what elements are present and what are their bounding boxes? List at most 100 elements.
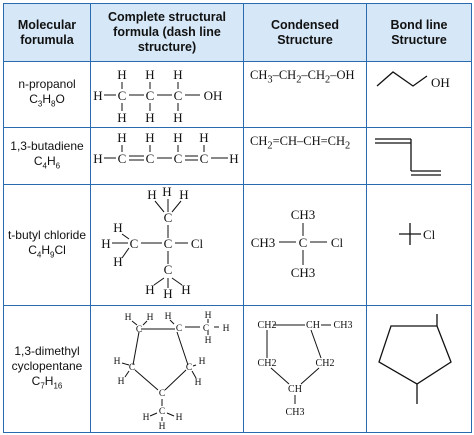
- svg-text:C: C: [146, 151, 155, 166]
- svg-text:Cl: Cl: [423, 227, 436, 242]
- svg-text:H: H: [145, 282, 154, 297]
- table-row: 1,3-butadiene C4H6 H H H H H C C C C H: [3, 127, 472, 185]
- condensed-structure-cell: CH3 CH3 C Cl CH3: [243, 184, 367, 306]
- svg-text:H: H: [159, 422, 166, 431]
- svg-text:H: H: [147, 313, 154, 323]
- svg-text:H: H: [223, 324, 230, 334]
- svg-text:CH2: CH2: [258, 358, 277, 369]
- svg-text:H: H: [165, 312, 172, 322]
- svg-text:Cl: Cl: [191, 236, 204, 251]
- svg-text:H: H: [145, 130, 154, 145]
- butadiene-structural-formula: H H H H H C C C C H: [93, 130, 238, 166]
- svg-text:H: H: [173, 110, 182, 125]
- svg-text:C: C: [174, 88, 183, 103]
- svg-text:H: H: [147, 187, 156, 202]
- svg-text:H: H: [125, 313, 132, 323]
- svg-text:CH2: CH2: [258, 320, 277, 331]
- structural-formula-cell: H H H H C C C OH H H H: [90, 61, 244, 128]
- dimethylcyclopentane-condensed-structure: CH2 CH CH3 CH2 CH2 CH CH3: [258, 320, 353, 418]
- svg-text:H: H: [113, 254, 122, 269]
- svg-text:H: H: [101, 236, 110, 251]
- header-condensed-structure: Condensed Structure: [243, 3, 367, 62]
- svg-text:C: C: [203, 324, 209, 334]
- svg-text:H: H: [93, 151, 102, 166]
- header-row: Molecular forumula Complete structural f…: [3, 3, 472, 62]
- svg-text:H: H: [229, 151, 238, 166]
- tbutyl-condensed-structure: CH3 CH3 C Cl CH3: [251, 207, 344, 280]
- svg-text:H: H: [199, 357, 206, 367]
- table-row: 1,3-dimethyl cyclopentane C7H16: [3, 305, 472, 433]
- condensed-structure: CH3–CH2–CH2–OH: [250, 68, 355, 86]
- bond-line-cell: OH: [366, 61, 472, 128]
- condensed-structure-cell: CH2=CH–CH=CH2: [243, 127, 367, 185]
- molecule-name: n-propanol: [18, 77, 76, 92]
- svg-text:C: C: [136, 325, 142, 335]
- molecular-formula: C7H16: [31, 374, 63, 391]
- bond-line-cell: [366, 305, 472, 433]
- molecular-formula: C3H8O: [29, 92, 65, 109]
- molecule-name-cell: t-butyl chloride C4H9Cl: [3, 184, 91, 306]
- svg-text:C: C: [146, 88, 155, 103]
- svg-text:H: H: [195, 378, 202, 388]
- molecular-formula: C4H9Cl: [28, 242, 66, 260]
- svg-text:Cl: Cl: [331, 235, 344, 250]
- structural-formula-cell: H H C H C H C H H H C H C H H C C: [90, 305, 244, 433]
- svg-text:H: H: [176, 413, 183, 423]
- svg-text:C: C: [164, 236, 173, 251]
- molecule-name-cell: 1,3-butadiene C4H6: [3, 127, 91, 185]
- svg-text:CH3: CH3: [251, 235, 276, 250]
- svg-text:H: H: [145, 67, 154, 82]
- svg-text:H: H: [143, 413, 150, 423]
- header-molecular-formula: Molecular forumula: [3, 3, 91, 62]
- dimethylcyclopentane-structural-formula: H H C H C H C H H H C H C H H C C: [114, 311, 230, 431]
- condensed-structure-cell: CH2 CH CH3 CH2 CH2 CH CH3: [243, 305, 367, 433]
- svg-text:H: H: [173, 130, 182, 145]
- svg-text:C: C: [164, 262, 173, 277]
- svg-text:C: C: [129, 363, 135, 373]
- molecule-name: 1,3-butadiene: [10, 138, 84, 153]
- svg-text:CH2: CH2: [316, 358, 335, 369]
- svg-text:C: C: [159, 389, 165, 399]
- svg-text:C: C: [130, 236, 139, 251]
- svg-text:H: H: [181, 282, 190, 297]
- svg-text:H: H: [117, 110, 126, 125]
- svg-text:CH3: CH3: [334, 320, 353, 331]
- molecular-formula: C4H6: [33, 153, 61, 171]
- svg-text:H: H: [145, 110, 154, 125]
- tbutyl-bond-line: Cl: [399, 223, 436, 245]
- condensed-structure: CH2=CH–CH=CH2: [250, 134, 351, 152]
- table-row: n-propanol C3H8O H H H H C C C OH H H H: [3, 61, 472, 128]
- svg-text:H: H: [113, 220, 122, 235]
- svg-text:CH3: CH3: [286, 407, 305, 418]
- svg-text:C: C: [118, 151, 127, 166]
- svg-text:H: H: [117, 67, 126, 82]
- structures-table: Molecular forumula Complete structural f…: [3, 3, 472, 433]
- svg-text:C: C: [174, 151, 183, 166]
- molecule-name: 1,3-dimethyl cyclopentane: [11, 344, 83, 374]
- svg-text:CH3: CH3: [291, 265, 316, 280]
- propanol-structural-formula: H H H H C C C OH H H H: [93, 67, 223, 125]
- svg-text:C: C: [186, 363, 192, 373]
- svg-text:H: H: [205, 311, 212, 321]
- butadiene-bond-line: [375, 138, 441, 176]
- svg-text:C: C: [164, 210, 173, 225]
- propanol-bond-line: OH: [376, 71, 450, 90]
- svg-text:H: H: [199, 130, 208, 145]
- svg-text:H: H: [162, 186, 171, 199]
- svg-text:OH: OH: [204, 88, 223, 103]
- svg-text:CH3: CH3: [291, 207, 316, 222]
- svg-text:H: H: [114, 357, 121, 367]
- svg-text:H: H: [205, 336, 212, 346]
- table-row: t-butyl chloride C4H9Cl H H H C H H C C …: [3, 184, 472, 306]
- svg-text:OH: OH: [431, 75, 450, 90]
- svg-text:C: C: [176, 324, 182, 334]
- svg-text:H: H: [118, 377, 125, 387]
- header-structural-formula: Complete structural formula (dash line s…: [90, 3, 244, 62]
- svg-text:H: H: [179, 187, 188, 202]
- bond-line-cell: [366, 127, 472, 185]
- header-bond-line-structure: Bond line Structure: [366, 3, 472, 62]
- svg-text:H: H: [163, 286, 172, 301]
- svg-text:C: C: [159, 407, 165, 417]
- svg-text:H: H: [93, 88, 102, 103]
- svg-text:H: H: [117, 130, 126, 145]
